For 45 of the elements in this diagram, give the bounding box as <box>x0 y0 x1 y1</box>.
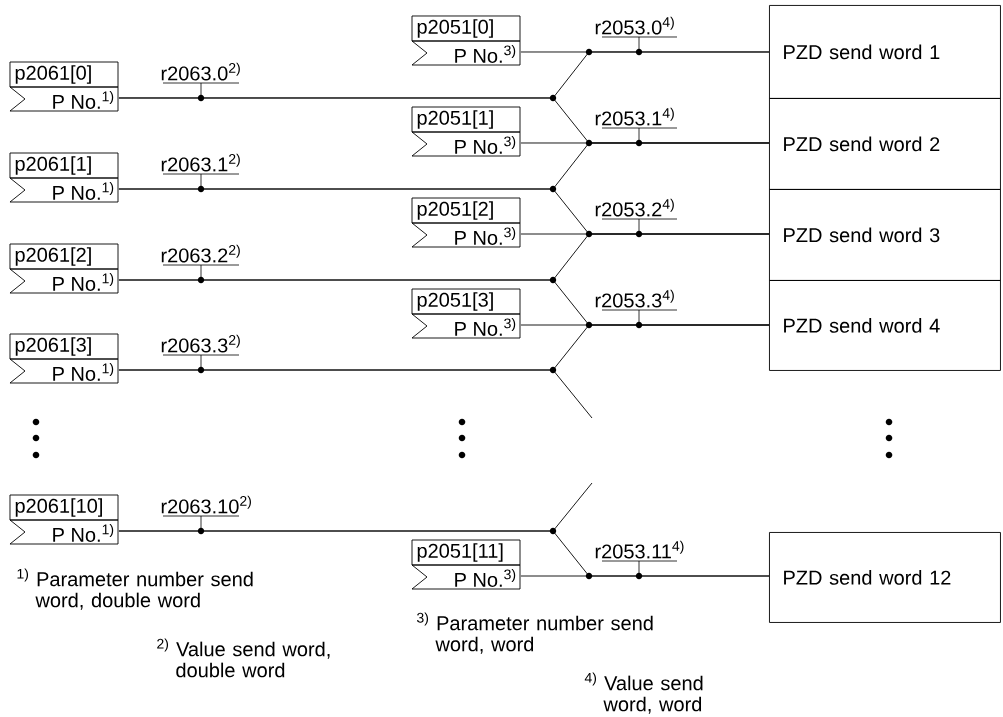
node-label: P No.$^{3)}$ <box>455 45 516 63</box>
connector-line <box>520 233 770 235</box>
edge-label: r2063.10$^{2)}$ <box>161 495 251 535</box>
edge-label: r2053.2$^{4)}$ <box>595 198 678 238</box>
footnote: $^{1)}$ Parameter number send word, double word <box>17 568 253 610</box>
node-label: P No.$^{1)}$ <box>53 182 114 200</box>
node-label: P No.$^{3)}$ <box>455 136 516 154</box>
parameter-box: p2061[3] P No.$^{1)}$ <box>9 333 119 384</box>
parameter-box: p2051[1] P No.$^{3)}$ <box>411 106 521 157</box>
node-label: P No.$^{1)}$ <box>53 524 114 542</box>
parameter-box: p2051[0] P No.$^{3)}$ <box>411 15 521 66</box>
parameter-box: p2061[0] P No.$^{1)}$ <box>9 61 119 112</box>
node-label: P No.$^{3)}$ <box>455 569 516 587</box>
node-label: P No.$^{1)}$ <box>53 273 114 291</box>
parameter-box: p2051[11] P No.$^{3)}$ <box>411 539 521 590</box>
parameter-box: p2061[1] P No.$^{1)}$ <box>9 152 119 203</box>
send-word-box: PZD send word 1 <box>769 5 1001 99</box>
node-label: P No.$^{3)}$ <box>455 227 516 245</box>
footnote: $^{3)}$ Parameter number send word, word <box>417 612 653 654</box>
edge-label: r2063.1$^{2)}$ <box>161 153 240 193</box>
connector-line <box>520 51 770 53</box>
parameter-box: p2051[2] P No.$^{3)}$ <box>411 197 521 248</box>
edge-label: r2053.11$^{4)}$ <box>595 540 684 580</box>
edge-label: r2063.2$^{2)}$ <box>161 244 240 284</box>
send-word-box: PZD send word 3 <box>769 189 1001 281</box>
node-label: P No.$^{1)}$ <box>53 363 114 381</box>
edge-label: r2053.0$^{4)}$ <box>595 16 678 56</box>
connector-line <box>520 324 770 326</box>
edge-label: r2063.0$^{2)}$ <box>161 62 240 102</box>
parameter-box: p2061[10] P No.$^{1)}$ <box>9 494 119 545</box>
connector-line <box>520 575 770 577</box>
send-word-box: PZD send word 12 <box>769 532 1001 623</box>
node-label: P No.$^{3)}$ <box>455 318 516 336</box>
connector-line <box>118 369 593 419</box>
send-word-box: PZD send word 2 <box>769 98 1001 190</box>
edge-label: r2053.3$^{4)}$ <box>595 289 678 329</box>
node-label: P No.$^{1)}$ <box>53 91 114 109</box>
footnote: $^{2)}$ Value send word, double word <box>157 638 330 678</box>
edge-label: r2053.1$^{4)}$ <box>595 107 678 147</box>
parameter-box: p2061[2] P No.$^{1)}$ <box>9 243 119 294</box>
send-word-box: PZD send word 4 <box>769 280 1001 371</box>
footnote: $^{4)}$ Value send word, word <box>584 672 703 714</box>
parameter-box: p2051[3] P No.$^{3)}$ <box>411 288 521 339</box>
connector-line <box>520 142 770 144</box>
edge-label: r2063.3$^{2)}$ <box>161 334 240 374</box>
